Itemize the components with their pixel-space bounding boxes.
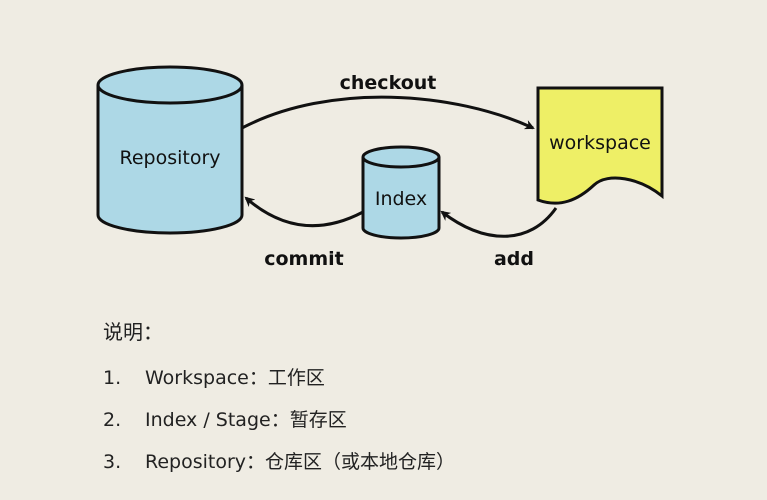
list-item-text: Index / Stage：暂存区 xyxy=(145,409,347,431)
notes-title: 说明： xyxy=(103,320,163,344)
list-item-number: 1. xyxy=(103,367,122,389)
notes-list: 1. Workspace：工作区 2. Index / Stage：暂存区 3.… xyxy=(103,357,723,483)
repository-cylinder: Repository xyxy=(96,65,244,235)
commit-arrow xyxy=(244,196,364,228)
add-arrow xyxy=(440,207,558,238)
list-item: 3. Repository：仓库区（或本地仓库） xyxy=(103,441,723,483)
list-item-text: Repository：仓库区（或本地仓库） xyxy=(145,451,456,473)
list-item-number: 2. xyxy=(103,409,122,431)
list-item: 2. Index / Stage：暂存区 xyxy=(103,399,723,441)
index-label: Index xyxy=(375,188,427,210)
list-item-number: 3. xyxy=(103,451,122,473)
add-label: add xyxy=(494,248,534,270)
workspace-document: workspace xyxy=(536,86,664,205)
notes-section: 说明： 1. Workspace：工作区 2. Index / Stage：暂存… xyxy=(103,315,723,483)
list-item-text: Workspace：工作区 xyxy=(145,367,325,389)
commit-label: commit xyxy=(264,248,344,270)
repository-label: Repository xyxy=(119,147,220,169)
workspace-label: workspace xyxy=(549,132,651,154)
git-workflow-diagram: Repository Index workspace checkout add … xyxy=(96,65,664,270)
checkout-label: checkout xyxy=(340,72,437,94)
checkout-arrow xyxy=(241,95,535,130)
index-cylinder: Index xyxy=(361,145,441,240)
list-item: 1. Workspace：工作区 xyxy=(103,357,723,399)
